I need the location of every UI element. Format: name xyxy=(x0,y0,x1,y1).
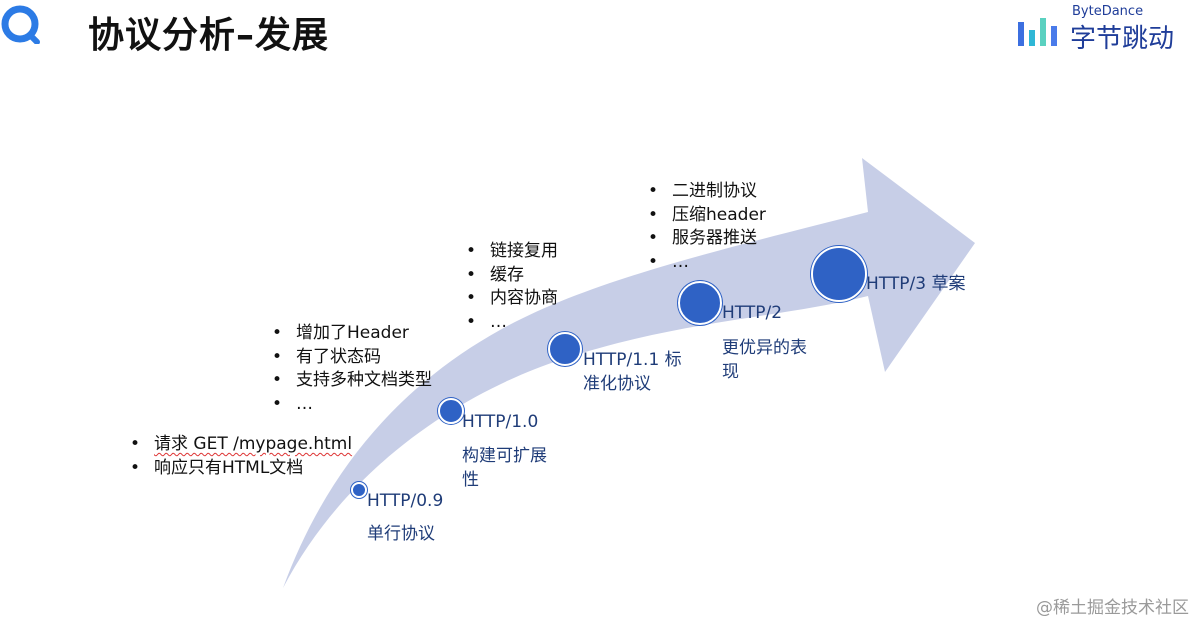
http11-version: HTTP/1.1 标 xyxy=(583,350,682,370)
http10-features: 增加了Header 有了状态码 支持多种文档类型 … xyxy=(272,322,432,416)
stage-dot-http10 xyxy=(438,398,464,424)
list-item: 服务器推送 xyxy=(648,227,766,251)
http2-version: HTTP/2 xyxy=(722,303,783,323)
http10-desc-line1: 构建可扩展 xyxy=(462,446,547,466)
http09-features: 请求 GET /mypage.html 响应只有HTML文档 xyxy=(130,433,352,480)
list-item: 有了状态码 xyxy=(272,346,432,370)
list-item: 链接复用 xyxy=(466,240,558,264)
http09-version: HTTP/0.9 xyxy=(367,491,444,511)
watermark: @稀土掘金技术社区 xyxy=(1036,598,1189,618)
list-item: 支持多种文档类型 xyxy=(272,369,432,393)
list-item: 增加了Header xyxy=(272,322,432,346)
stage-dot-http11 xyxy=(548,332,582,366)
http2-desc-line1: 更优异的表 xyxy=(722,338,807,358)
app-logo-icon xyxy=(1,5,40,44)
list-item: … xyxy=(466,311,558,335)
list-item: 压缩header xyxy=(648,204,766,228)
list-item: 二进制协议 xyxy=(648,180,766,204)
list-item: 响应只有HTML文档 xyxy=(130,457,352,481)
stage-dot-http2 xyxy=(678,281,722,325)
stage-dot-http09 xyxy=(351,482,367,498)
http09-desc: 单行协议 xyxy=(367,524,435,544)
http3-version: HTTP/3 草案 xyxy=(866,274,966,294)
list-item: 请求 GET /mypage.html xyxy=(130,433,352,457)
list-item: 缓存 xyxy=(466,264,558,288)
http2-features: 二进制协议 压缩header 服务器推送 … xyxy=(648,180,766,274)
list-item: 内容协商 xyxy=(466,287,558,311)
http11-features: 链接复用 缓存 内容协商 … xyxy=(466,240,558,334)
http2-desc-line2: 现 xyxy=(722,362,739,382)
brand-chinese: 字节跳动 xyxy=(1070,24,1175,54)
http10-version: HTTP/1.0 xyxy=(462,412,539,432)
list-item: … xyxy=(272,393,432,417)
bytedance-logo-icon xyxy=(1018,18,1057,46)
page-title: 协议分析–发展 xyxy=(88,15,330,56)
http11-desc: 准化协议 xyxy=(583,374,651,394)
brand-english: ByteDance xyxy=(1072,4,1144,19)
stage-dot-http3 xyxy=(811,246,867,302)
http10-desc-line2: 性 xyxy=(462,470,479,490)
list-item: … xyxy=(648,251,766,275)
